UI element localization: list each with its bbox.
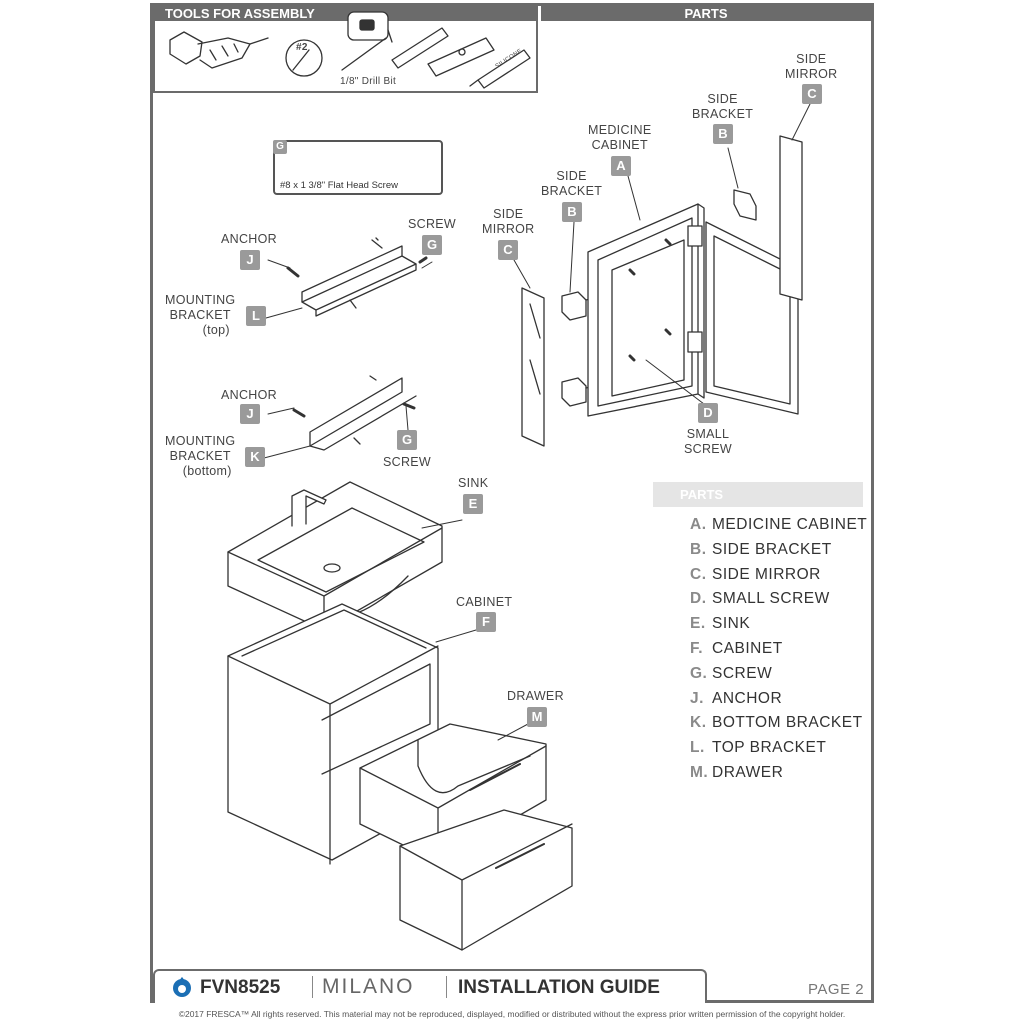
copyright-notice: ©2017 FRESCA™ All rights reserved. This … xyxy=(178,1009,846,1019)
screw-detail-caption: #8 x 1 3/8" Flat Head Screw xyxy=(280,180,398,191)
tool-drill-bit-label: 1/8" Drill Bit xyxy=(340,76,397,87)
footer-divider xyxy=(446,976,447,998)
footer-collection: MILANO xyxy=(322,975,415,998)
legend-item: D.SMALL SCREW xyxy=(690,590,830,608)
callout-drawer: DRAWER xyxy=(507,689,564,703)
callout-screw-top: SCREW xyxy=(408,217,457,231)
legend-item: G.SCREW xyxy=(690,664,773,682)
callout-screw-bottom: SCREW xyxy=(383,455,432,469)
tag-j-bottom: J xyxy=(240,404,260,424)
footer-divider xyxy=(312,976,313,998)
tool-bit-label: #2 xyxy=(296,42,308,53)
tag-b-right: B xyxy=(713,124,733,144)
silicone-tube-icon xyxy=(469,49,531,89)
tag-m: M xyxy=(527,707,547,727)
tag-g-top: G xyxy=(422,235,442,255)
cabinet-door-icon xyxy=(687,221,799,415)
tag-k: K xyxy=(245,447,265,467)
callout-cabinet: CABINET xyxy=(456,595,513,609)
drill-bit-icon xyxy=(341,37,387,71)
bottom-mounting-bracket-icon xyxy=(292,375,417,451)
footer-bar xyxy=(153,969,707,1003)
callout-anchor-bottom: ANCHOR xyxy=(221,388,277,402)
tools-header: TOOLS FOR ASSEMBLY xyxy=(153,6,538,21)
legend-item: B.SIDE BRACKET xyxy=(690,540,832,558)
tag-a: A xyxy=(611,156,631,176)
tag-c-right: C xyxy=(802,84,822,104)
legend-item: K.BOTTOM BRACKET xyxy=(690,714,863,732)
bit-line xyxy=(292,49,310,71)
callout-sink: SINK xyxy=(458,476,489,490)
legend-item: J.ANCHOR xyxy=(690,689,783,707)
side-mirror-right-icon xyxy=(779,135,803,301)
footer-guide-title: INSTALLATION GUIDE xyxy=(458,977,660,998)
legend-item: A.MEDICINE CABINET xyxy=(690,516,868,533)
legend-item: E.SINK xyxy=(690,615,751,633)
tag-f: F xyxy=(476,612,496,632)
parts-header: PARTS xyxy=(541,6,871,21)
tag-j-top: J xyxy=(240,250,260,270)
screw-detail-tag: G xyxy=(273,140,287,154)
tag-l: L xyxy=(246,306,266,326)
legend-item: M.DRAWER xyxy=(690,763,784,781)
legend-item: L.TOP BRACKET xyxy=(690,739,827,757)
parts-legend: A.MEDICINE CABINET B.SIDE BRACKET C.SIDE… xyxy=(690,516,867,789)
callout-anchor-top: ANCHOR xyxy=(221,232,277,246)
tag-e: E xyxy=(463,494,483,514)
level-icon xyxy=(427,37,495,77)
footer-model: FVN8525 xyxy=(200,977,281,998)
pencil-icon xyxy=(391,27,449,69)
page-number: PAGE 2 xyxy=(808,981,865,998)
tag-d: D xyxy=(698,403,718,423)
top-mounting-bracket-icon xyxy=(286,237,428,317)
fresca-logo-icon xyxy=(173,977,191,997)
legend-item: F.CABINET xyxy=(690,639,783,657)
side-mirror-left-icon xyxy=(521,287,545,447)
legend-title: PARTS xyxy=(653,482,863,507)
side-bracket-left-bottom xyxy=(561,377,587,407)
side-bracket-left-top xyxy=(561,291,587,321)
tape-measure-icon xyxy=(347,11,393,43)
side-bracket-right-icon xyxy=(733,189,757,221)
tag-c-left: C xyxy=(498,240,518,260)
tag-b-left: B xyxy=(562,202,582,222)
legend-item: C.SIDE MIRROR xyxy=(690,565,821,583)
drill-icon xyxy=(169,31,269,69)
tag-g-bottom: G xyxy=(397,430,417,450)
medicine-cabinet-icon xyxy=(587,203,705,417)
screw-detail-box xyxy=(273,140,443,195)
lower-drawer-icon xyxy=(399,809,573,951)
